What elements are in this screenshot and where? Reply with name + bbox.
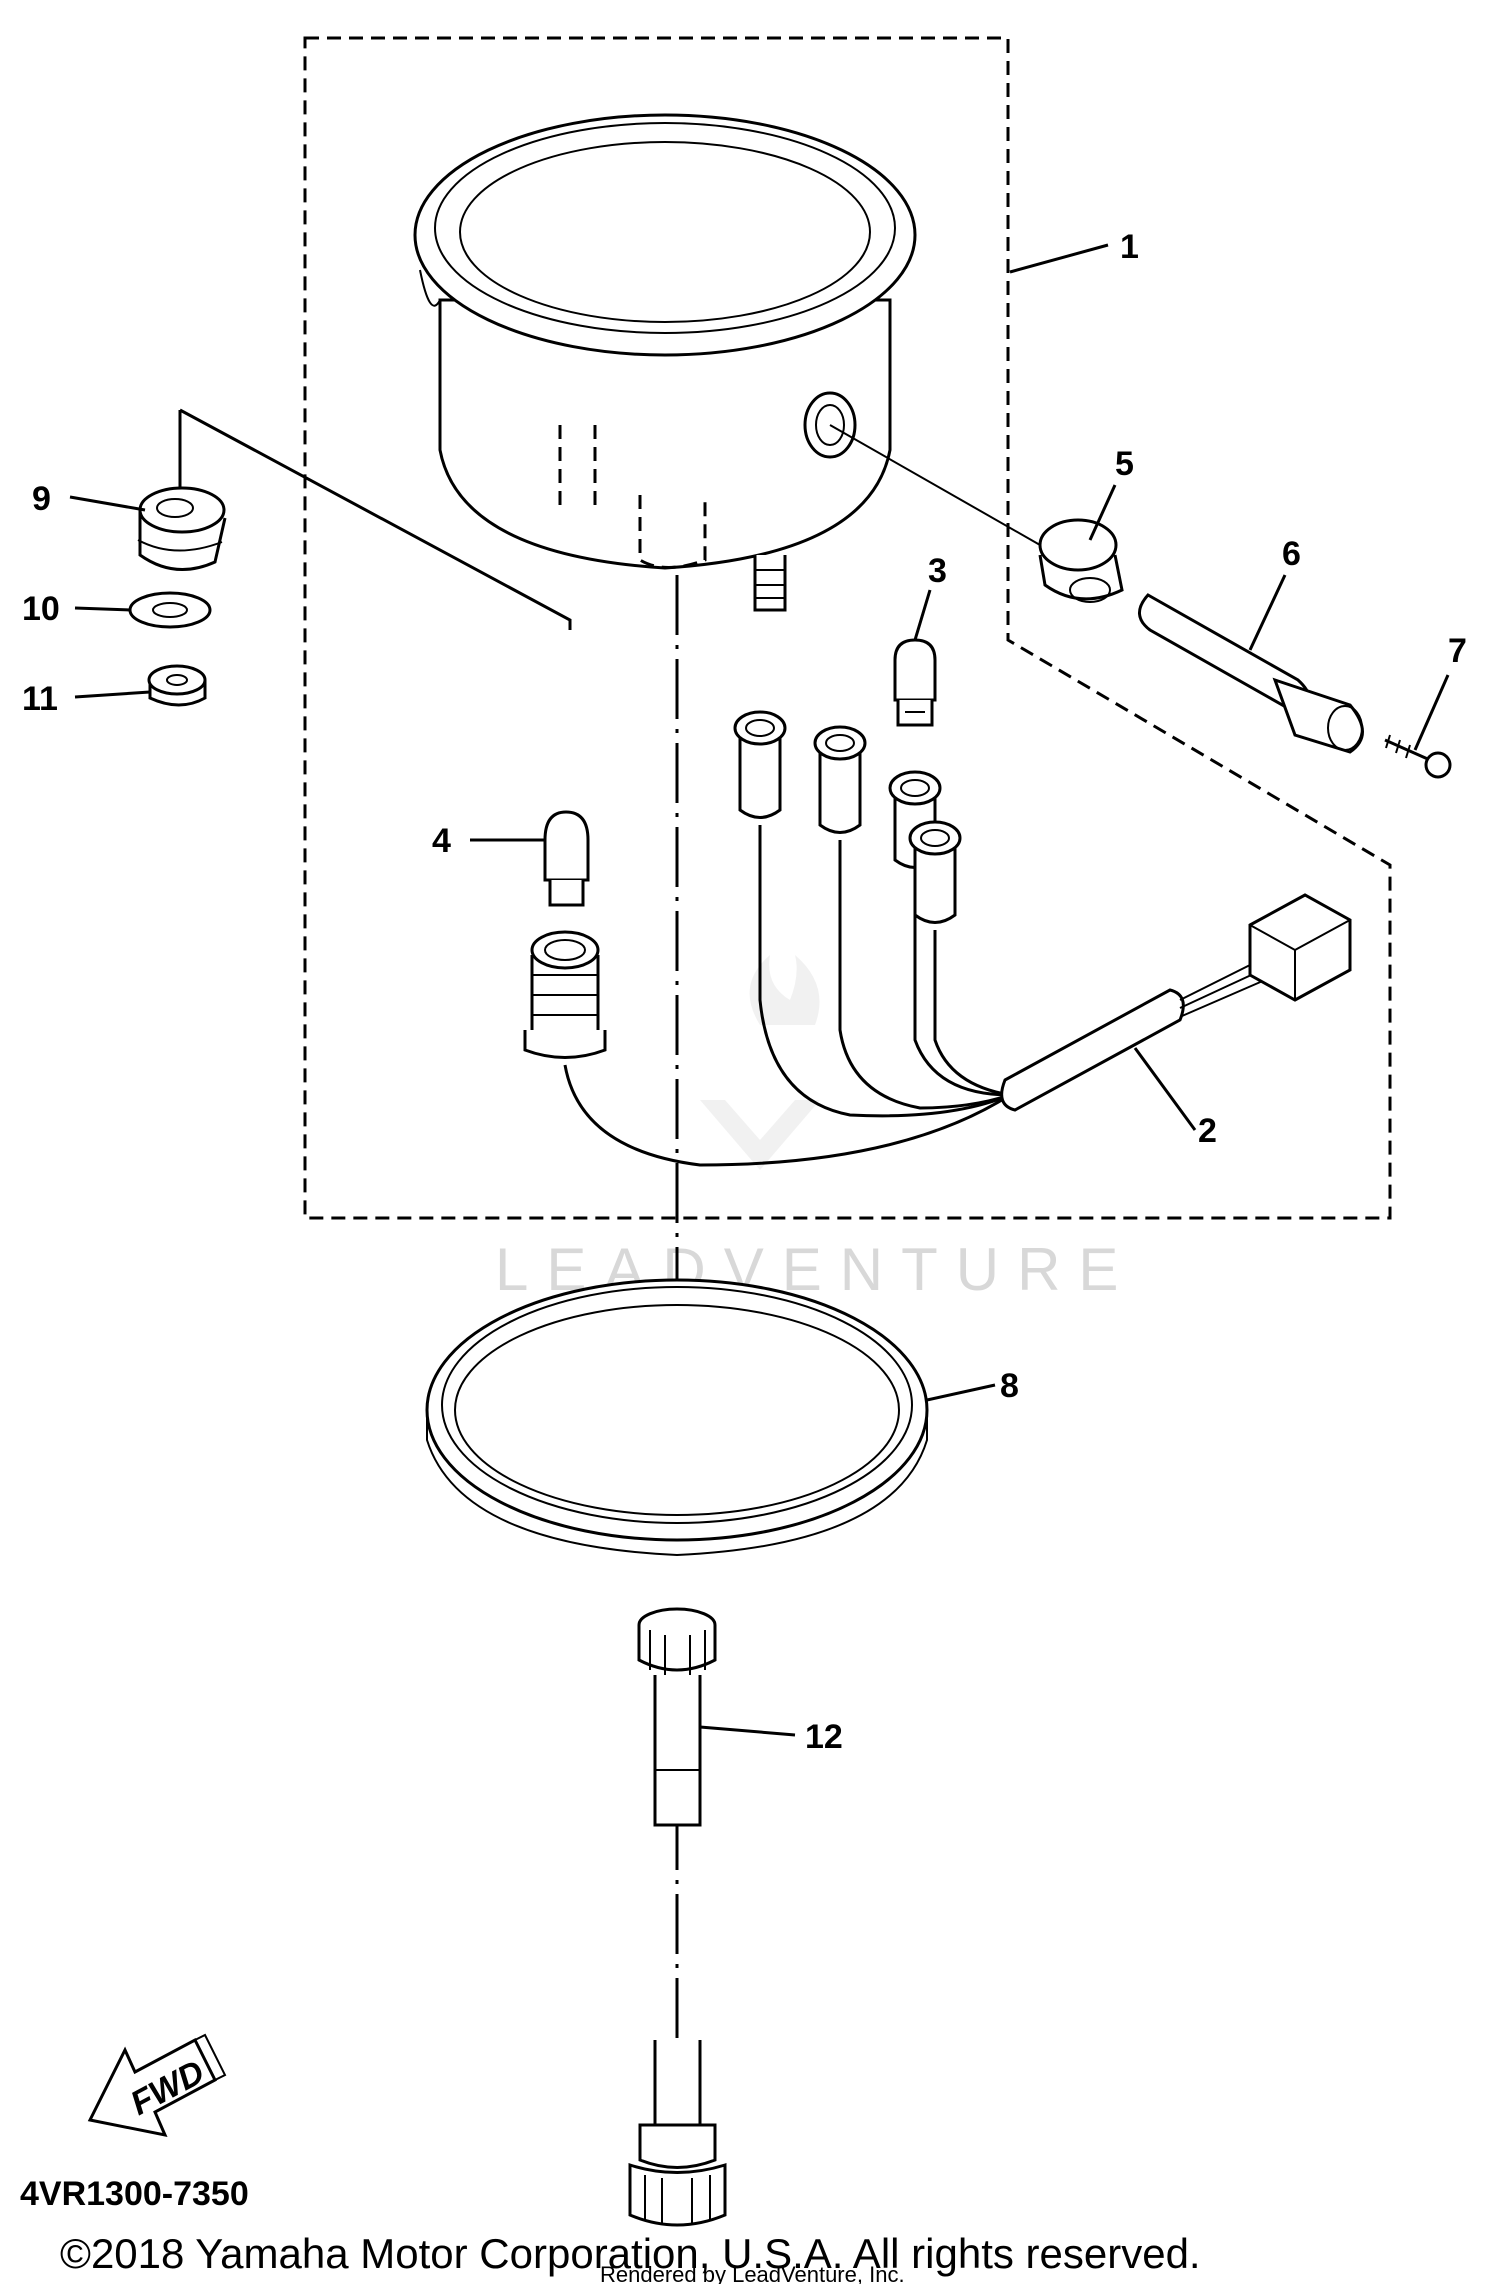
- watermark-logo: [700, 955, 820, 1170]
- socket-2: [813, 725, 867, 834]
- callout-2: 2: [1198, 1112, 1217, 1150]
- bracket-line: [179, 408, 572, 630]
- speedometer-cable: [628, 1607, 727, 2227]
- rendered-by: Rendered by LeadVenture, Inc.: [600, 2262, 905, 2284]
- assembly-boundary: [303, 36, 1392, 1220]
- bulb-large: [543, 810, 590, 907]
- light-guide: [1138, 593, 1364, 754]
- leader-12: [699, 1725, 796, 1737]
- leader-3: [913, 589, 932, 641]
- callout-6: 6: [1282, 535, 1301, 573]
- callout-11: 11: [22, 680, 58, 718]
- grommet: [1038, 518, 1124, 603]
- callout-7: 7: [1448, 632, 1467, 670]
- leader-10: [74, 606, 131, 612]
- wire-harness: [563, 825, 1352, 1167]
- bulb-small: [893, 638, 937, 727]
- diagram-code: 4VR1300-7350: [20, 2175, 249, 2213]
- callout-5: 5: [1115, 445, 1134, 483]
- gasket-ring: [425, 1278, 929, 1557]
- leader-7: [1413, 674, 1450, 751]
- callout-8: 8: [1000, 1367, 1019, 1405]
- callout-1: 1: [1120, 228, 1139, 266]
- nut: [147, 664, 207, 707]
- washer: [128, 591, 212, 629]
- callout-9: 9: [32, 480, 51, 518]
- fwd-arrow-icon: FWD: [87, 2033, 227, 2138]
- copyright-notice: ©2018 Yamaha Motor Corporation, U.S.A. A…: [60, 2230, 1201, 2277]
- socket-4: [908, 820, 962, 924]
- meter-housing: [413, 113, 917, 612]
- leader-11: [74, 690, 151, 699]
- leader-6: [1248, 574, 1287, 651]
- screw: [1384, 734, 1452, 779]
- callout-3: 3: [928, 552, 947, 590]
- socket-left: [523, 930, 607, 1059]
- leader-9: [69, 495, 146, 512]
- socket-1: [733, 710, 787, 819]
- leader-2: [1133, 1047, 1197, 1131]
- leader-5: [1088, 484, 1117, 541]
- rubber-mount: [137, 486, 227, 572]
- leader-8: [926, 1383, 996, 1402]
- leader-1: [1009, 243, 1109, 274]
- grommet-axis: [829, 424, 1041, 546]
- callout-12: 12: [805, 1718, 843, 1756]
- callout-4: 4: [432, 822, 451, 860]
- callout-10: 10: [22, 590, 60, 628]
